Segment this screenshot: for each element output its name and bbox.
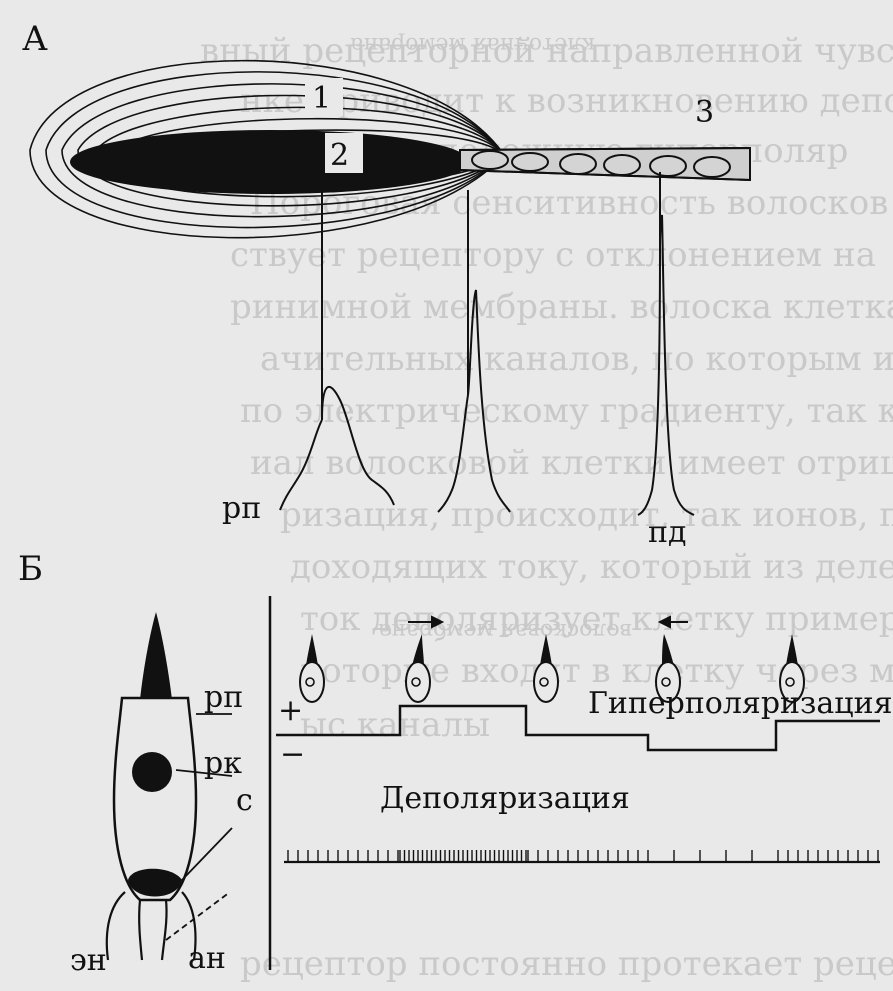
- lamella: [29, 59, 505, 239]
- nucleus: [132, 752, 172, 792]
- bleed-line: ствует рецептору с отклонением на: [230, 235, 876, 275]
- cell-body: [112, 696, 198, 902]
- bleed-line: ризация, происходит, так ионов, прав: [280, 495, 893, 535]
- afferent-fiber: [160, 899, 168, 961]
- hair-cell: [105, 612, 233, 961]
- lamella: [45, 71, 505, 229]
- pointer: [175, 769, 233, 777]
- pointer: [165, 891, 231, 941]
- right-arrow-icon: [408, 615, 445, 629]
- efferent-fiber: [105, 891, 126, 961]
- mid-trace: [437, 190, 511, 513]
- small-cells: [299, 634, 805, 703]
- label-en: эн: [70, 943, 107, 978]
- label-box-2: [325, 133, 363, 173]
- small-cell: [299, 634, 325, 703]
- trace-label-pd: пд: [648, 515, 686, 550]
- synapse: [128, 868, 182, 897]
- small-cell: [655, 634, 681, 703]
- bleed-line: доходящих току, который из деления рецеп: [290, 547, 893, 587]
- mirror-line: клеточная мембрана: [350, 32, 595, 57]
- left-arrow-icon: [657, 615, 688, 629]
- bleed-line: нке приводит к возникновению деполяризую…: [240, 81, 893, 121]
- core: [70, 130, 470, 194]
- label-rk: рк: [204, 746, 242, 781]
- bleed-line: иал волосковой клетки имеет отрицательны…: [250, 443, 893, 483]
- label-1: 1: [312, 81, 331, 116]
- nerve-fiber: [459, 146, 751, 182]
- hair-bundle: [140, 612, 172, 700]
- label-s: с: [236, 783, 253, 818]
- label-box-1: [305, 78, 343, 116]
- bleed-line: ачительных каналов, по которым ионы к: [260, 339, 893, 379]
- potential-step-trace: [276, 704, 880, 752]
- bleed-line: вный рецепторной направленной чувстви: [200, 31, 893, 71]
- label-3: 3: [695, 95, 714, 130]
- bleed-line: ток деполяризует клетку примерно до уров…: [300, 599, 893, 639]
- hyperpolarization-label: Гиперполяризация: [588, 686, 893, 721]
- plus-sign: +: [278, 693, 303, 728]
- pointer: [181, 827, 233, 881]
- action-potential-trace: [637, 172, 695, 516]
- efferent-fiber: [138, 899, 144, 961]
- bleed-line: рецептор постоянно протекает рецепторный…: [240, 944, 893, 984]
- panel-b-letter: Б: [18, 549, 43, 589]
- depolarization-label: Деполяризация: [380, 781, 630, 816]
- label-an: ан: [188, 941, 226, 976]
- receptor-potential-trace: [279, 185, 395, 511]
- spike-train: [287, 850, 879, 862]
- label-2: 2: [330, 138, 349, 173]
- label-rp: рп: [204, 680, 243, 715]
- trace-label-rp: рп: [222, 491, 261, 526]
- bleed-line: ыс каналы: [300, 705, 490, 745]
- small-cell: [779, 634, 805, 703]
- traces: [279, 172, 695, 516]
- minus-sign: −: [280, 737, 305, 772]
- small-cell: [533, 634, 559, 703]
- lamella: [77, 94, 505, 207]
- small-cell: [405, 634, 431, 703]
- lamella: [61, 83, 505, 218]
- panel-a-letter: А: [22, 19, 48, 59]
